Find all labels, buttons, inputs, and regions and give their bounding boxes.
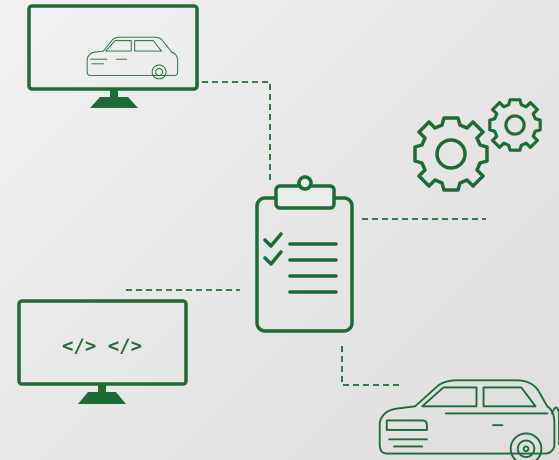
code-tag-text: </> </> bbox=[62, 335, 142, 357]
car-thumbnail-icon bbox=[86, 36, 179, 80]
connector-monitor-clipboard bbox=[202, 81, 271, 183]
gears-icon bbox=[413, 98, 542, 192]
car-icon bbox=[378, 379, 559, 460]
connectors bbox=[126, 81, 486, 386]
connector-clipboard-car bbox=[341, 346, 400, 386]
monitor-code-icon: </> </> bbox=[17, 299, 188, 404]
clipboard-checklist-icon bbox=[255, 175, 354, 333]
monitor-car-icon bbox=[27, 4, 199, 108]
